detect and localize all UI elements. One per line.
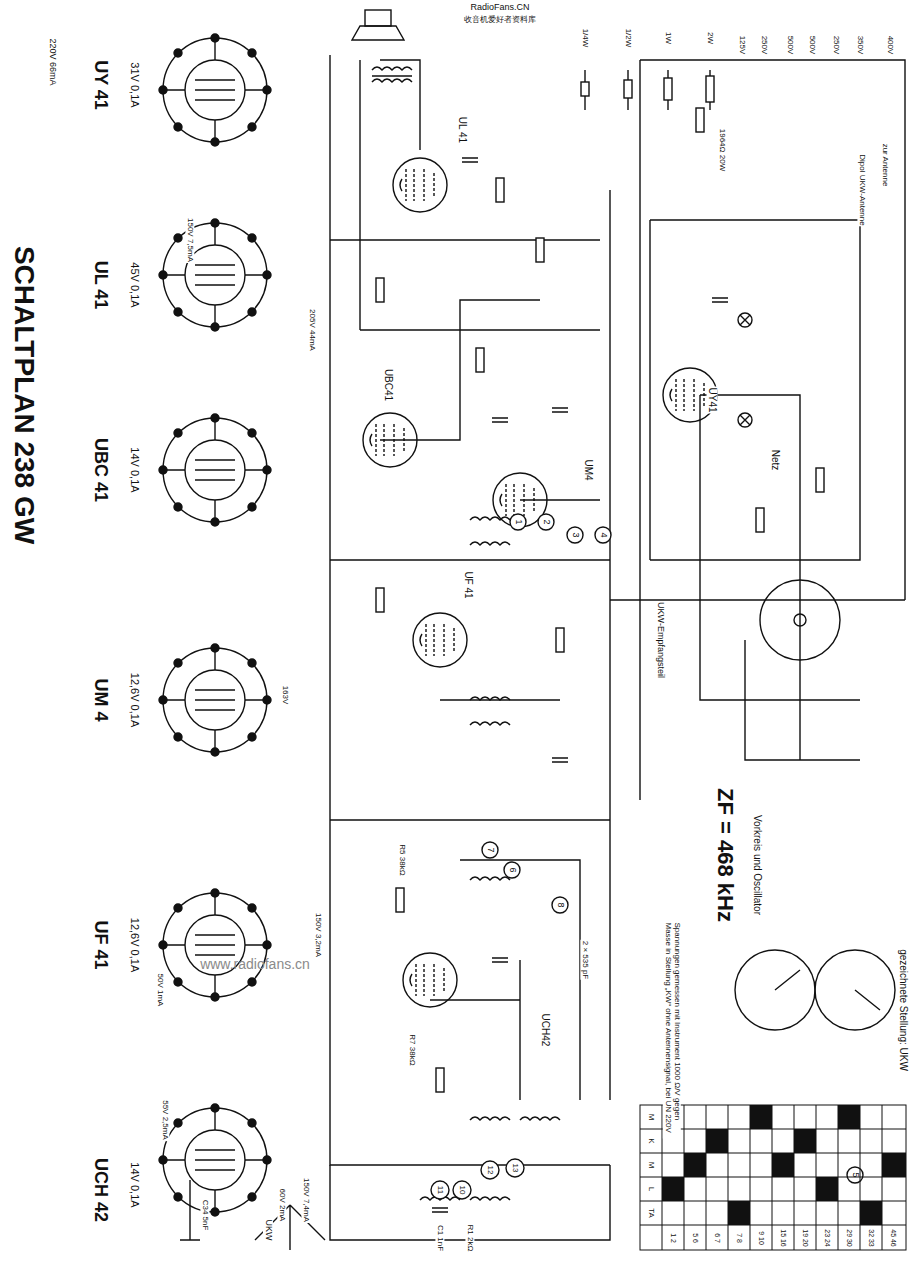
callout-number: 2 xyxy=(541,518,551,525)
schematic-label: 2W xyxy=(706,31,715,45)
schematic-label: 1/2W xyxy=(624,28,633,49)
schematic-label: zur Antenne xyxy=(881,143,890,188)
schematic-label: 1964Ω 20W xyxy=(718,128,727,172)
callout-number: 8 xyxy=(555,901,565,908)
table-cell: 6 7 xyxy=(713,1232,721,1244)
callout-number: 11 xyxy=(436,1185,445,1195)
schematic-label: UBC41 xyxy=(383,368,394,402)
schematic-label: 163V xyxy=(281,685,290,706)
callout-number: 6 xyxy=(507,866,517,873)
schematic-label: UF 41 xyxy=(90,919,110,970)
table-cell: M xyxy=(647,1113,656,1122)
schematic-label: 125V xyxy=(738,35,747,56)
table-cell: 45 46 xyxy=(889,1228,897,1248)
schematic-label: 50V 1mA xyxy=(156,973,165,1008)
schematic-label: UBC 41 xyxy=(90,437,110,503)
schematic-label: 220V 66mA xyxy=(47,37,57,86)
callout-number: 1 xyxy=(513,518,523,525)
watermark: www.radiofans.cn xyxy=(199,957,311,972)
table-cell: K xyxy=(647,1137,656,1144)
schematic-label: UKW xyxy=(263,1219,273,1242)
schematic-label: R1 2kΩ xyxy=(466,1224,475,1253)
schematic-label: 1W xyxy=(664,31,673,45)
schematic-label: 12,6V 0,1A xyxy=(129,917,141,973)
callout-number: 7 xyxy=(485,846,495,853)
schematic-label: 250V xyxy=(832,35,841,56)
table-cell: TA xyxy=(647,1207,656,1219)
schematic-label: UCH42 xyxy=(540,1013,551,1048)
schematic-label: UKW-Empfangsteil xyxy=(655,601,665,679)
schematic-label: 31V 0,1A xyxy=(129,61,141,108)
schematic-label: R5 38kΩ xyxy=(398,843,407,876)
schematic-label: 250V xyxy=(760,35,769,56)
schematic-label: UM4 xyxy=(583,458,594,481)
schematic-label: ZF = 468 kHz xyxy=(713,787,737,923)
schematic-label: R7 38kΩ xyxy=(408,1033,417,1066)
schematic-label: 2 × 535 pF xyxy=(581,940,590,980)
schematic-label: 14V 0,1A xyxy=(129,1161,141,1208)
schematic-label: 150V 7,5mA xyxy=(186,217,195,263)
schematic-label: 500V xyxy=(808,35,817,56)
callout-number: 12 xyxy=(486,1165,495,1176)
schematic-label: UY 41 xyxy=(90,59,110,111)
schematic-label: 1/4W xyxy=(581,28,590,49)
table-cell: 32 33 xyxy=(867,1228,875,1248)
schematic-label: 60V 2mA xyxy=(278,1188,287,1223)
schematic-label: 12,6V 0,1A xyxy=(129,672,141,728)
schematic-label: 500V xyxy=(786,35,795,56)
schematic-label: C1 1nF xyxy=(436,1224,445,1252)
schematic-label: UL 41 xyxy=(90,260,110,311)
callout-number: 4 xyxy=(598,531,608,538)
schematic-label: 400V xyxy=(886,35,895,56)
schematic-label: Spannungen gemessen mit Instrument 1000 … xyxy=(663,922,681,1139)
schematic-label: 150V 3,2mA xyxy=(314,912,323,958)
schematic-label: RadioFans.CN xyxy=(469,3,530,13)
schematic-label: 收音机爱好者资料库 xyxy=(463,16,537,25)
schematic-label: UL 41 xyxy=(457,116,468,144)
schematic-label: UM 4 xyxy=(90,677,110,722)
table-cell: 29 30 xyxy=(845,1228,853,1248)
schematic-label: 350V xyxy=(856,35,865,56)
schematic-label: UY41 xyxy=(707,386,718,413)
table-cell: 5 6 xyxy=(691,1232,699,1244)
callout-number: 10 xyxy=(458,1185,467,1196)
table-cell: 1 2 xyxy=(669,1232,677,1244)
callout-number: 5 xyxy=(850,1171,860,1178)
table-cell: M xyxy=(647,1161,656,1170)
callout-number: 3 xyxy=(570,531,580,538)
diagram-title: SCHALTPLAN 238 GW xyxy=(9,245,40,545)
table-cell: 15 16 xyxy=(779,1228,787,1248)
schematic-label: 55V 2,5mA xyxy=(161,1099,170,1141)
schematic-label: gezeichnete Stellung: UKW xyxy=(898,948,909,1072)
schematic-label: 45V 0,1A xyxy=(129,261,141,308)
callout-number: 13 xyxy=(511,1163,520,1174)
schematic-label: 150V 7,4mA xyxy=(302,1177,311,1223)
schematic-label: Netz xyxy=(770,449,781,472)
table-cell: 9 10 xyxy=(757,1230,765,1246)
table-cell: L xyxy=(647,1186,656,1192)
schematic-label: C34 5nF xyxy=(201,1199,210,1232)
table-cell: 7 8 xyxy=(735,1232,743,1244)
schematic-label: UF 41 xyxy=(463,570,474,599)
schematic-label: Dipol UKW-Antenne xyxy=(858,153,867,226)
schematic-label: 205V 44mA xyxy=(308,308,317,352)
schematic-label: 14V 0,1A xyxy=(129,446,141,493)
schematic-label: Vorkreis und Oscillator xyxy=(752,814,763,916)
table-cell: 23 24 xyxy=(823,1228,831,1248)
table-cell: 19 20 xyxy=(801,1228,809,1248)
schematic-label: UCH 42 xyxy=(90,1157,110,1223)
